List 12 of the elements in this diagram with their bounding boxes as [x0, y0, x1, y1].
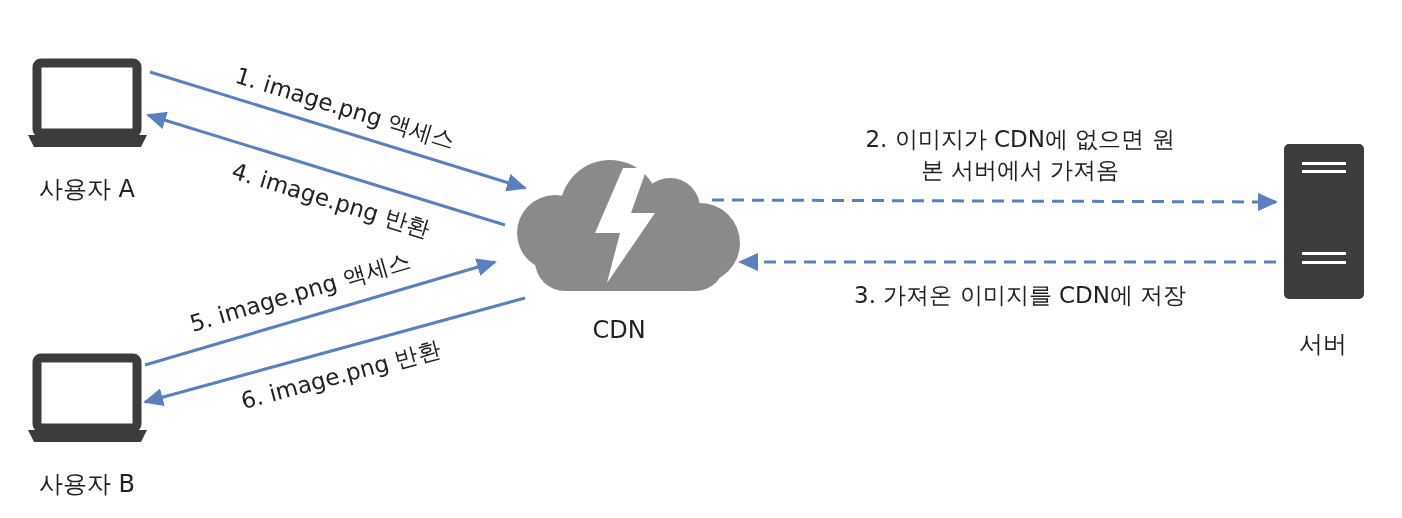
arrow: [144, 258, 497, 367]
node-label: 사용자 B: [38, 469, 136, 500]
arrow: [146, 111, 506, 227]
arrow: [149, 70, 527, 192]
edge-label: 3. 가져온 이미지를 CDN에 저장: [854, 280, 1187, 310]
node-label: 사용자 A: [39, 174, 135, 205]
node-label: CDN: [592, 316, 646, 344]
dashed-arrow: [738, 253, 1276, 271]
dashed-arrow: [712, 192, 1278, 211]
node-label: 서버: [1299, 329, 1347, 360]
edge-label: 2. 이미지가 CDN에 없으면 원본 서버에서 가져옴: [864, 125, 1176, 186]
arrow: [143, 296, 526, 406]
